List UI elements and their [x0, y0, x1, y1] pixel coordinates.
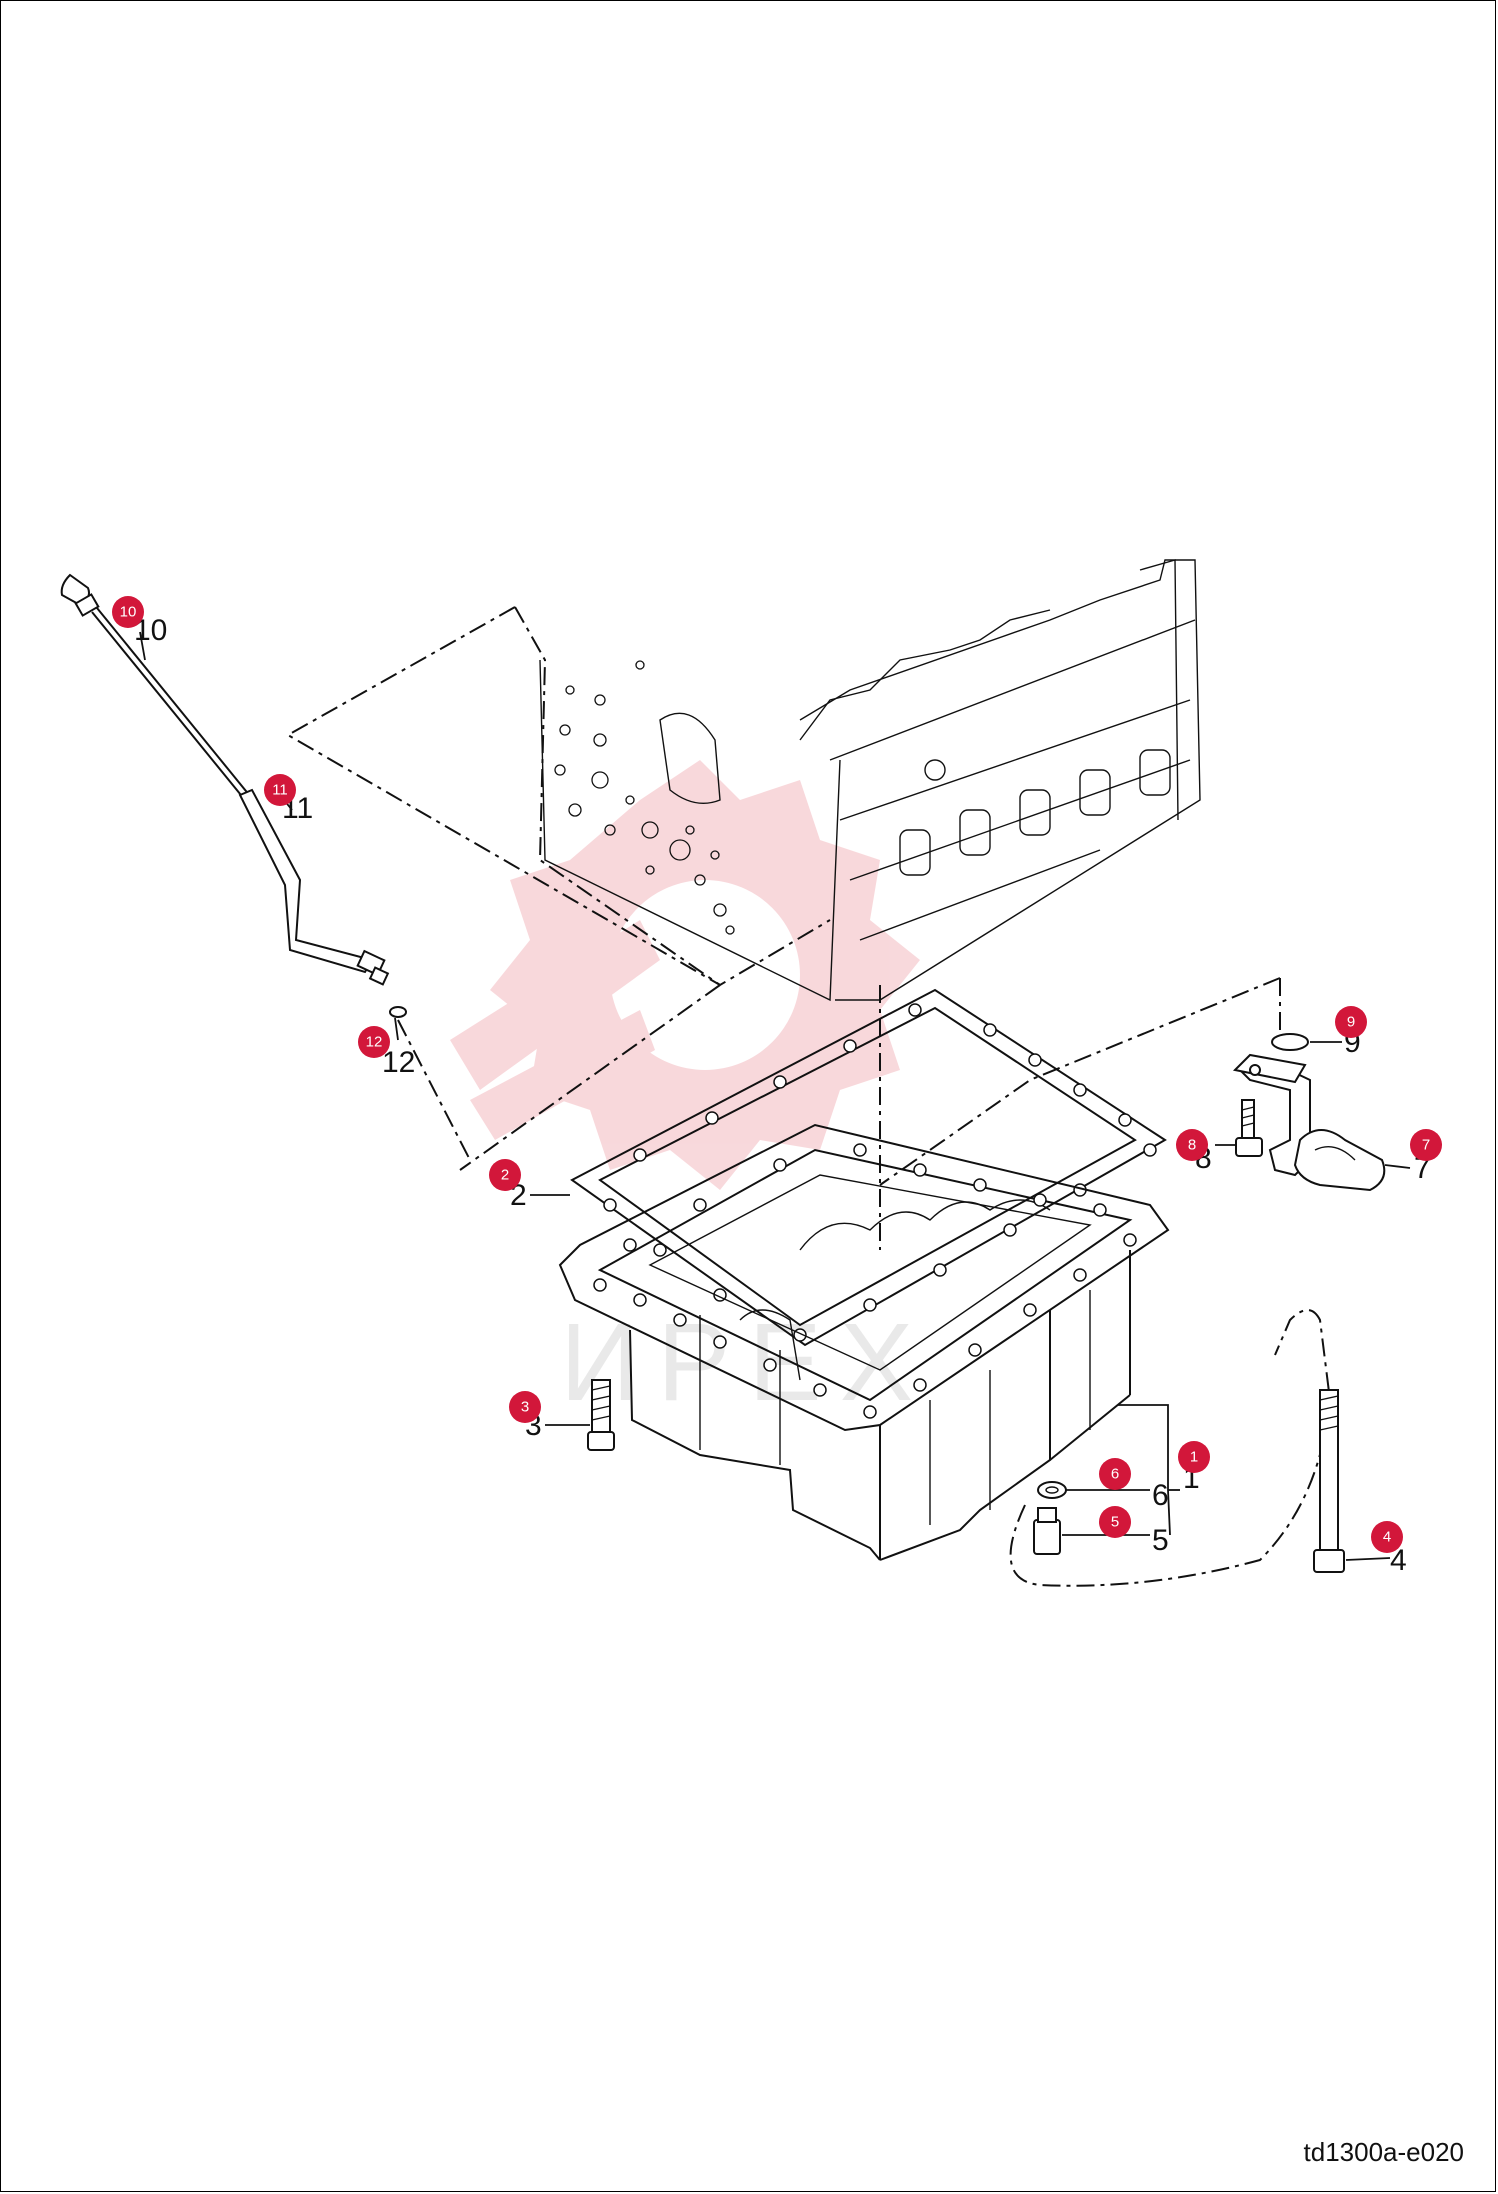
callout-badge-4[interactable]: 4: [1371, 1521, 1403, 1553]
dipstick-guide-part-11[interactable]: [238, 788, 390, 986]
o-ring-part-12[interactable]: [389, 1006, 471, 1161]
bolt-part-3[interactable]: [587, 1379, 615, 1451]
washer-part-6[interactable]: [1037, 1481, 1067, 1499]
svg-text:5: 5: [1111, 1514, 1119, 1531]
svg-text:3: 3: [521, 1399, 529, 1416]
watermark-logo: ИРЕХ: [450, 760, 920, 1424]
callout-badge-9[interactable]: 9: [1335, 1006, 1367, 1038]
part-label-6: 6: [1152, 1479, 1169, 1512]
callout-badge-11[interactable]: 11: [264, 774, 296, 806]
callout-badge-8[interactable]: 8: [1176, 1129, 1208, 1161]
svg-text:12: 12: [366, 1034, 383, 1051]
svg-text:1: 1: [1190, 1449, 1198, 1466]
leader-lines: [139, 631, 1411, 1561]
engine-block: [285, 559, 1201, 1171]
callout-badge-10[interactable]: 10: [112, 596, 144, 628]
callout-badge-7[interactable]: 7: [1410, 1129, 1442, 1161]
svg-text:7: 7: [1422, 1137, 1430, 1154]
callout-badge-2[interactable]: 2: [489, 1159, 521, 1191]
oil-pan-part-1[interactable]: [558, 985, 1332, 1587]
bolt-part-8[interactable]: [1235, 1099, 1263, 1157]
svg-text:6: 6: [1111, 1466, 1119, 1483]
part-label-4: 4: [1390, 1544, 1407, 1577]
diagram-reference-code: td1300a-e020: [1303, 2137, 1464, 2167]
o-ring-part-9[interactable]: [1271, 1033, 1309, 1051]
svg-text:4: 4: [1383, 1529, 1391, 1546]
long-bolt-part-4[interactable]: [1313, 1389, 1345, 1573]
svg-text:11: 11: [272, 782, 288, 799]
callout-badge-3[interactable]: 3: [509, 1391, 541, 1423]
dipstick-part-10[interactable]: [60, 573, 251, 801]
part-label-5: 5: [1152, 1524, 1169, 1557]
part-label-12: 12: [382, 1046, 415, 1079]
oil-pan-gasket-part-2[interactable]: [570, 988, 1167, 1347]
callout-badge-5[interactable]: 5: [1099, 1506, 1131, 1538]
drain-plug-part-5[interactable]: [1033, 1507, 1061, 1555]
callout-badge-12[interactable]: 12: [358, 1026, 390, 1058]
callout-badges: 10 11 12 2 3 1 6 5 4 7 8 9: [112, 596, 1442, 1553]
callout-badge-1[interactable]: 1: [1178, 1441, 1210, 1473]
svg-text:2: 2: [501, 1167, 509, 1184]
svg-text:10: 10: [120, 604, 137, 621]
svg-text:8: 8: [1188, 1137, 1196, 1154]
oil-strainer-part-7[interactable]: [879, 977, 1386, 1192]
callout-badge-6[interactable]: 6: [1099, 1458, 1131, 1490]
svg-text:9: 9: [1347, 1014, 1355, 1031]
